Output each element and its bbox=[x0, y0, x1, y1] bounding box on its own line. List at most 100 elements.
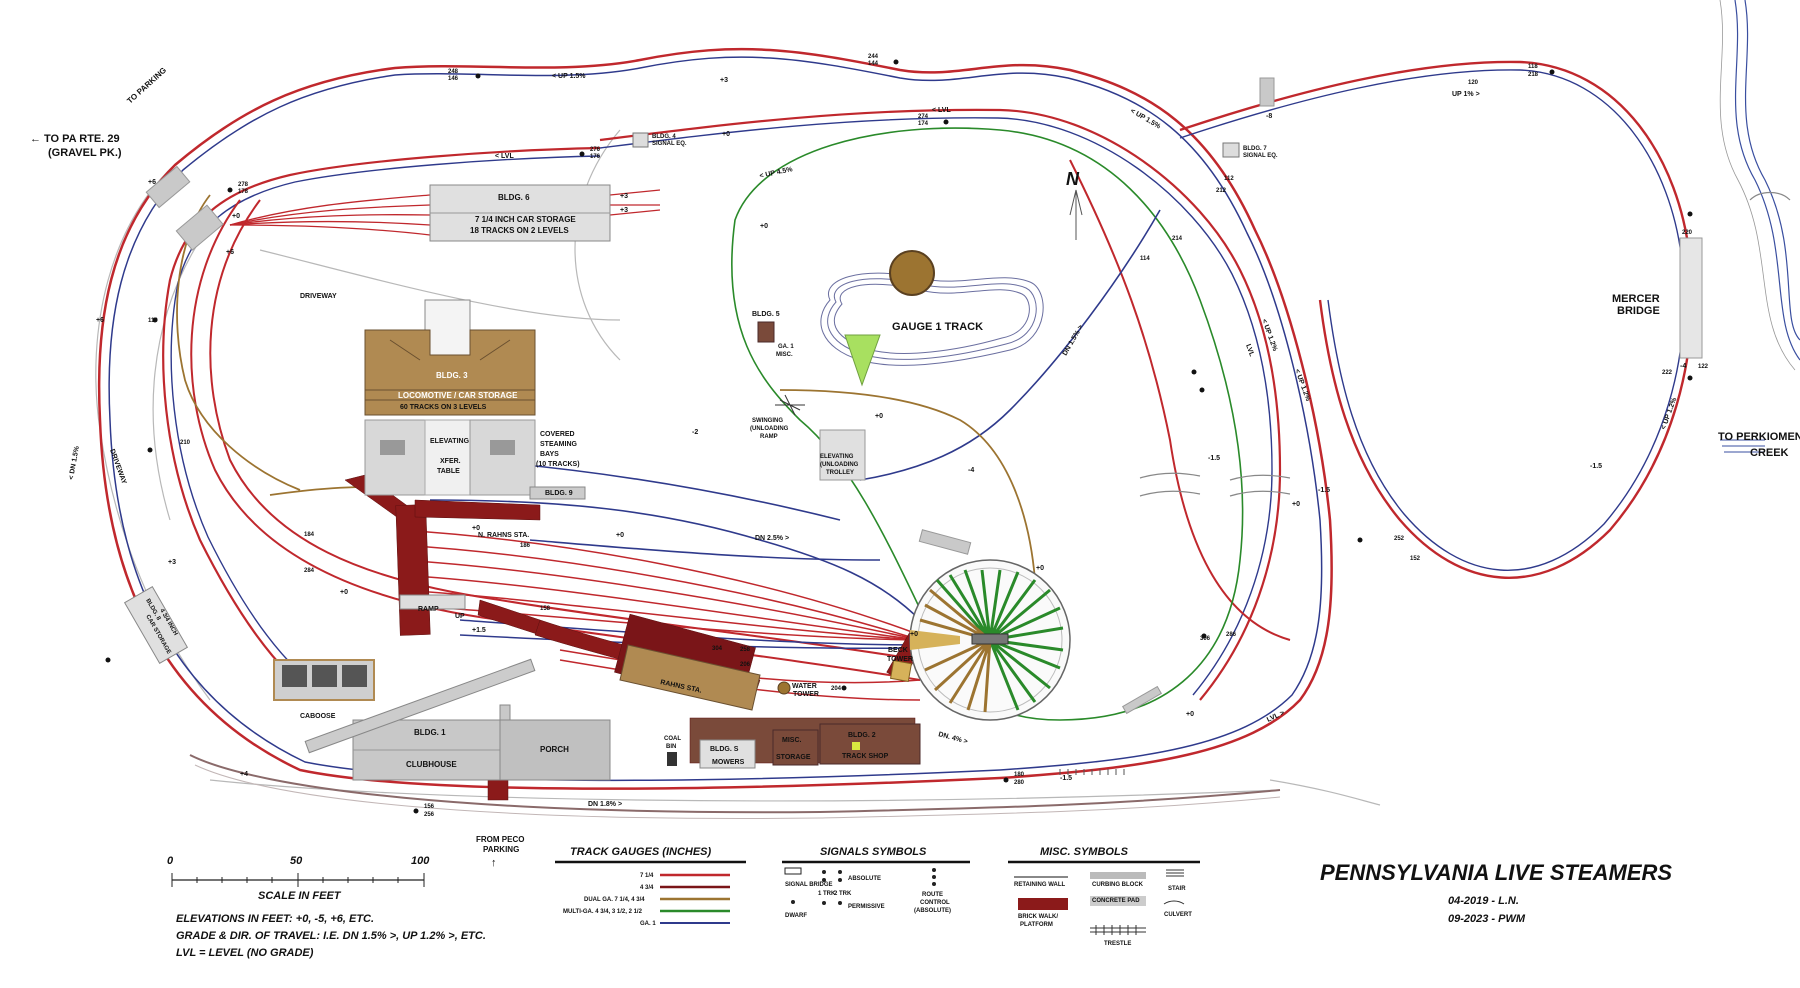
bays-label-4: (10 TRACKS) bbox=[536, 461, 580, 468]
map-label: -4 bbox=[1680, 363, 1686, 370]
bldg9 bbox=[529, 486, 586, 500]
water-tower bbox=[777, 681, 791, 695]
bldg4-desc: SIGNAL EQ. bbox=[652, 141, 687, 147]
beck-tower-label-1: BECK bbox=[888, 647, 908, 654]
ramp-label: RAMP bbox=[418, 606, 439, 613]
map-label: < UP 1.5% bbox=[1129, 108, 1162, 131]
bldg5-label: BLDG. 5 bbox=[752, 311, 780, 318]
caboose bbox=[273, 659, 375, 701]
map-label: 156 bbox=[424, 804, 435, 810]
to-creek-label-1: TO PERKIOMEN bbox=[1718, 431, 1800, 443]
bldg8 bbox=[123, 586, 189, 664]
north-arrow: N bbox=[1066, 169, 1083, 240]
mercer-label-2: BRIDGE bbox=[1617, 305, 1660, 317]
bldg6-desc2: 18 TRACKS ON 2 LEVELS bbox=[470, 226, 569, 235]
map-label: PLATFORM bbox=[1020, 922, 1053, 928]
map-label: +6 bbox=[148, 179, 156, 186]
map-label: 112 bbox=[1224, 176, 1234, 182]
map-label: DN 2.5% > bbox=[755, 535, 789, 542]
bldg3-desc1: LOCOMOTIVE / CAR STORAGE bbox=[398, 391, 518, 400]
bldg5 bbox=[757, 321, 775, 343]
turntable bbox=[909, 559, 1071, 721]
water-tower-label-1: WATER bbox=[792, 683, 817, 690]
map-label: ← bbox=[30, 133, 41, 145]
bldg4 bbox=[632, 132, 649, 148]
map-label: ↑ bbox=[491, 857, 497, 869]
map-label: DUAL GA. 7 1/4, 4 3/4 bbox=[584, 897, 645, 903]
bldg6-desc1: 7 1/4 INCH CAR STORAGE bbox=[475, 215, 576, 224]
trestle bbox=[1059, 769, 1125, 775]
xfer-label-3: TABLE bbox=[437, 468, 460, 475]
map-label: < UP 1.5% bbox=[552, 73, 586, 80]
up-label: UP bbox=[455, 613, 465, 620]
map-label: (ABSOLUTE) bbox=[914, 908, 951, 914]
credit-2: 09-2023 - PWM bbox=[1448, 913, 1526, 925]
xfer-label-1: ELEVATING bbox=[430, 438, 470, 445]
map-label: +0 bbox=[1186, 711, 1194, 718]
map-label: MULTI-GA. 4 3/4, 3 1/2, 2 1/2 bbox=[563, 909, 643, 915]
bays-label-1: COVERED bbox=[540, 431, 575, 438]
water-tower-label-2: TOWER bbox=[793, 691, 819, 698]
north-label: N bbox=[1066, 169, 1080, 189]
map-label: 248 bbox=[448, 69, 459, 75]
map-label: 274 bbox=[918, 114, 929, 120]
map-label: +3 bbox=[620, 207, 628, 214]
gauge1-platform bbox=[844, 334, 881, 387]
from-peco-label-1: FROM PECO bbox=[476, 835, 524, 844]
n-rahns-label: N. RAHNS STA. bbox=[478, 532, 529, 539]
map-label: +0 bbox=[232, 213, 240, 220]
rahns-station bbox=[619, 644, 761, 711]
map-label: 252 bbox=[1394, 536, 1405, 542]
bldg1 bbox=[352, 704, 611, 781]
map-label: 122 bbox=[1698, 364, 1709, 370]
map-label: LVL > bbox=[1266, 710, 1286, 724]
gauge1-label: GAUGE 1 TRACK bbox=[892, 321, 983, 333]
map-label: STAIR bbox=[1168, 886, 1186, 892]
mercer-label-1: MERCER bbox=[1612, 293, 1660, 305]
map-label: DN. 4% > bbox=[937, 731, 968, 746]
map-label: +0 bbox=[760, 223, 768, 230]
legend-misc: MISC. SYMBOLS RETAINING WALL CURBING BLO… bbox=[1008, 846, 1200, 947]
porch-label: PORCH bbox=[540, 745, 569, 754]
map-label: +0 bbox=[910, 631, 918, 638]
legend-signals: SIGNALS SYMBOLS SIGNAL BRIDGE DWARF 1 TR… bbox=[782, 846, 970, 919]
bldg7-label: BLDG. 7 bbox=[1243, 146, 1267, 152]
bldg3-label: BLDG. 3 bbox=[436, 371, 468, 380]
from-peco-label-2: PARKING bbox=[483, 845, 519, 854]
map-label: 214 bbox=[1172, 236, 1183, 242]
map-label: 258 bbox=[740, 647, 751, 653]
map-label: 2 TRK bbox=[834, 891, 852, 897]
map-label: CULVERT bbox=[1164, 912, 1192, 918]
map-label: < LVL bbox=[932, 107, 951, 114]
scale-tick-50: 50 bbox=[290, 855, 303, 867]
map-label: 304 bbox=[712, 646, 723, 652]
map-label: 276 bbox=[590, 147, 601, 153]
bldg1-label: BLDG. 1 bbox=[414, 728, 446, 737]
misc-label: MISC. bbox=[782, 737, 802, 744]
map-label: TRESTLE bbox=[1104, 941, 1131, 947]
map-label: +0 bbox=[340, 589, 348, 596]
bldg3-desc2: 60 TRACKS ON 3 LEVELS bbox=[400, 404, 487, 411]
map-label: 244 bbox=[868, 54, 879, 60]
note-lvl: LVL = LEVEL (NO GRADE) bbox=[176, 947, 314, 959]
legend-signals-title: SIGNALS SYMBOLS bbox=[820, 846, 927, 858]
elevation-labels: +3 +0 +3 +3 +0 +6 +6 +6 -2 +0 +0 +0 +3 +… bbox=[96, 77, 1686, 782]
mowers-label: MOWERS bbox=[712, 759, 745, 766]
map-label: ROUTE bbox=[922, 892, 943, 898]
elev-label-1: ELEVATING bbox=[820, 454, 854, 460]
walkway-ramp bbox=[304, 594, 536, 754]
map-label: GA. 1 bbox=[640, 921, 656, 927]
title-block: PENNSYLVANIA LIVE STEAMERS 04-2019 - L.N… bbox=[1320, 860, 1672, 925]
bldg2-label: BLDG. 2 bbox=[848, 732, 876, 739]
elev-label-2: (UNLOADING bbox=[820, 462, 859, 468]
map-label: 204 bbox=[831, 686, 842, 692]
credit-1: 04-2019 - L.N. bbox=[1448, 895, 1519, 907]
bldg6 bbox=[429, 184, 611, 242]
map-label: 114 bbox=[1140, 256, 1150, 262]
map-title: PENNSYLVANIA LIVE STEAMERS bbox=[1320, 860, 1672, 885]
map-label: 186 bbox=[520, 543, 531, 549]
map-label: +6 bbox=[96, 317, 104, 324]
map-label: +3 bbox=[168, 559, 176, 566]
signal-labels: 248 146 244 144 274 174 276 176 278 178 … bbox=[148, 54, 1709, 818]
to-parking-label: TO PARKING bbox=[125, 66, 168, 106]
